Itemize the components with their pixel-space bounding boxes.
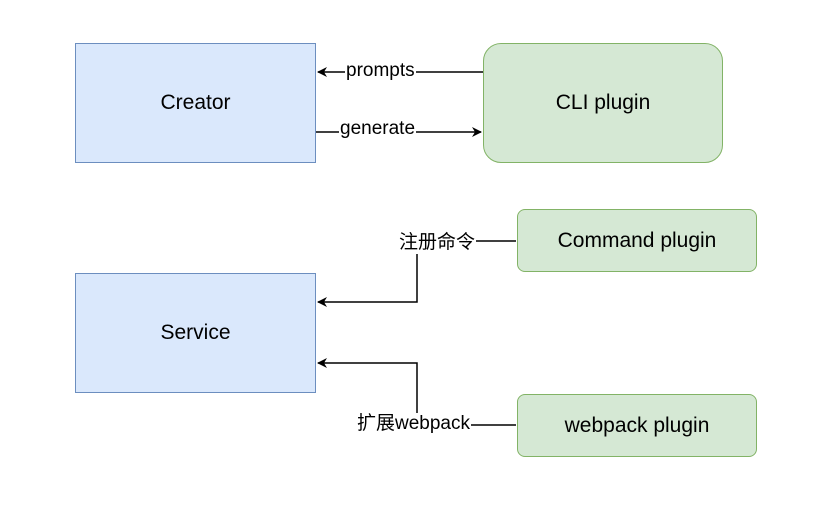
cli-plugin-node[interactable]: CLI plugin (483, 43, 723, 163)
cli-plugin-label: CLI plugin (555, 91, 651, 114)
service-node[interactable]: Service (75, 273, 316, 393)
creator-label: Creator (160, 91, 231, 114)
register-command-label: 注册命令 (398, 232, 477, 254)
command-plugin-node[interactable]: Command plugin (517, 209, 757, 272)
webpack-plugin-node[interactable]: webpack plugin (517, 394, 757, 457)
command-plugin-label: Command plugin (557, 228, 717, 252)
webpack-plugin-label: webpack plugin (564, 413, 710, 437)
service-label: Service (160, 321, 231, 344)
generate-label: generate (339, 118, 417, 140)
prompts-label: prompts (345, 60, 416, 82)
extend-webpack-label: 扩展webpack (356, 413, 471, 435)
creator-node[interactable]: Creator (75, 43, 316, 163)
